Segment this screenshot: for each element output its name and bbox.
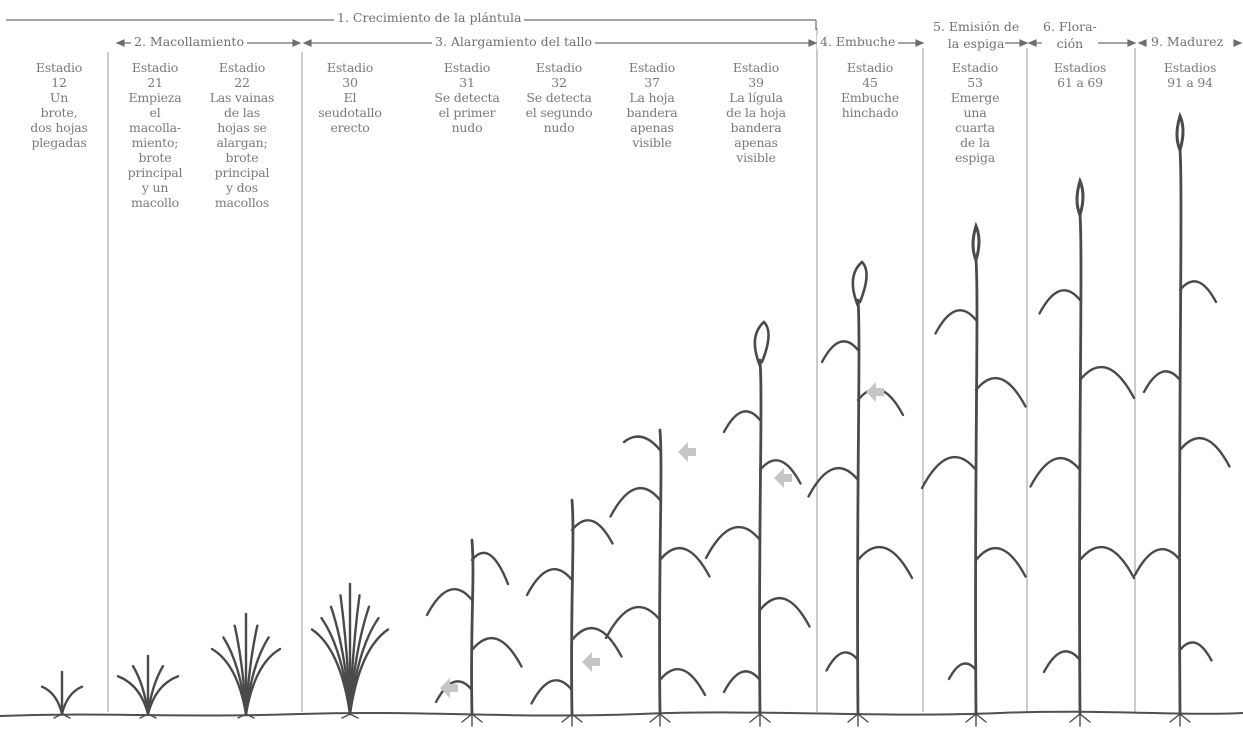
plant-stage-45 [809, 262, 913, 726]
plant-stage-12 [42, 672, 82, 718]
plant-stage-61-69-leaf [1080, 367, 1134, 398]
plant-stage-39 [706, 322, 810, 726]
plant-stage-30-leaf [350, 630, 388, 715]
phase-9-header: 9. Madurez [1148, 35, 1226, 49]
plant-stage-12-leaf [42, 687, 62, 714]
plant-stage-37 [606, 430, 710, 726]
plant-stage-37-leaf [606, 607, 660, 638]
plant-stage-91-94-leaf [1144, 371, 1180, 392]
plant-stage-39-leaf [724, 671, 760, 692]
plant-stage-22 [212, 614, 280, 718]
plant-stage-32-leaf [532, 680, 573, 703]
plant-stage-61-69-leaf [1080, 547, 1134, 578]
phase-4-header: 4. Embuche [817, 35, 898, 49]
plant-stage-32-leaf [527, 569, 572, 595]
plant-stage-30 [312, 584, 388, 718]
plant-stage-45-leaf [809, 468, 859, 496]
plant-stage-32 [527, 500, 622, 726]
phase-5-header: 5. Emisión de la espiga [930, 18, 1022, 52]
arrow-stage-39 [774, 468, 792, 488]
plant-stage-12-leaf [62, 687, 82, 714]
plant-stage-61-69-head [1077, 181, 1083, 215]
stages-61-69-label: Estadios 61 a 69 [1032, 60, 1128, 90]
plant-stage-45-leaf [858, 547, 912, 578]
phase-3-header: 3. Alargamiento del tallo [432, 35, 595, 49]
plant-stage-91-94-roots [1170, 714, 1190, 726]
plant-stage-61-69-roots [1070, 714, 1090, 726]
plant-stage-32-leaf [572, 628, 622, 656]
plant-stage-39-leaf [706, 527, 760, 558]
plant-stage-91-94 [1135, 116, 1230, 726]
ground-line [0, 712, 1243, 716]
stage-21-label: Estadio 21 Empieza el macolla- miento; b… [112, 60, 198, 210]
plant-stage-31 [427, 540, 522, 726]
plant-stage-37-roots [650, 714, 670, 726]
stages-91-94-label: Estadios 91 a 94 [1140, 60, 1240, 90]
stage-22-label: Estadio 22 Las vainas de las hojas se al… [196, 60, 288, 210]
arrow-stage-32 [582, 652, 600, 672]
stage-45-label: Estadio 45 Embuche hinchado [822, 60, 918, 120]
plant-stage-61-69-leaf [1044, 651, 1080, 672]
plant-stage-30-leaf [312, 630, 350, 715]
plant-stage-91-94-leaf [1135, 549, 1180, 575]
plant-stage-37-stem [660, 430, 661, 714]
plant-stage-30-roots [342, 714, 358, 718]
stage-12-label: Estadio 12 Un brote, dos hojas plegadas [14, 60, 104, 150]
plant-stage-91-94-stem [1180, 150, 1181, 714]
plant-stage-39-flag [755, 322, 769, 366]
plant-stage-21 [118, 656, 178, 718]
plant-stage-39-roots [750, 714, 770, 726]
plant-stage-53 [922, 226, 1026, 726]
plant-stage-61-69-leaf [1040, 290, 1081, 313]
arrow-stage-37 [678, 442, 696, 462]
plant-stage-45-flag [853, 262, 867, 306]
plant-stage-53-roots [966, 714, 986, 726]
plant-stage-37-leaf [624, 437, 660, 450]
plant-stage-61-69-leaf [1031, 458, 1081, 486]
plant-stage-37-leaf [660, 669, 705, 695]
plant-stage-37-leaf [660, 548, 710, 576]
plant-stage-91-94-leaf [1180, 438, 1230, 466]
plant-stage-31-leaf [472, 638, 522, 666]
stage-30-label: Estadio 30 El seudotallo erecto [305, 60, 395, 135]
plant-stage-53-leaf [922, 457, 976, 488]
arrow-stage-45 [866, 382, 884, 402]
stage-31-label: Estadio 31 Se detecta el primer nudo [422, 60, 512, 135]
plant-stage-31-roots [462, 714, 482, 726]
plant-stage-53-leaf [976, 548, 1026, 576]
phase-2-header: 2. Macollamiento [131, 35, 247, 49]
plant-stage-45-leaf [822, 341, 858, 362]
plant-stage-39-leaf [724, 411, 760, 432]
phase-6-header: 6. Flora- ción [1040, 18, 1100, 52]
plant-stage-45-stem [858, 300, 859, 714]
plant-stage-45-leaf [827, 652, 859, 670]
phase-1-header: 1. Crecimiento de la plántula [334, 11, 524, 25]
stage-39-label: Estadio 39 La lígula de la hoja bandera … [706, 60, 806, 165]
plant-stage-31-leaf [427, 589, 472, 615]
plant-stage-32-stem [572, 500, 573, 714]
plant-stage-39-stem [760, 360, 761, 714]
stage-53-label: Estadio 53 Emerge una cuarta de la espig… [930, 60, 1020, 165]
plant-stage-91-94-leaf [1180, 281, 1216, 302]
plant-stage-61-69 [1031, 181, 1135, 726]
plant-stage-91-94-leaf [1180, 642, 1212, 660]
stage-37-label: Estadio 37 La hoja bandera apenas visibl… [612, 60, 692, 150]
plant-stage-45-roots [848, 714, 868, 726]
plant-stage-91-94-head [1177, 116, 1183, 150]
plant-stage-37-leaf [611, 488, 661, 516]
plant-stage-53-leaf [976, 378, 1026, 406]
plant-stage-53-leaf [949, 664, 976, 679]
plant-stage-53-head [973, 226, 979, 260]
plant-stage-31-leaf [472, 553, 508, 584]
plant-stage-39-leaf [760, 598, 810, 626]
plant-stage-53-stem [976, 260, 977, 714]
stage-32-label: Estadio 32 Se detecta el segundo nudo [512, 60, 606, 135]
plant-stage-61-69-stem [1080, 215, 1081, 714]
plant-stage-32-leaf [572, 520, 613, 543]
plant-stage-53-leaf [936, 310, 977, 333]
